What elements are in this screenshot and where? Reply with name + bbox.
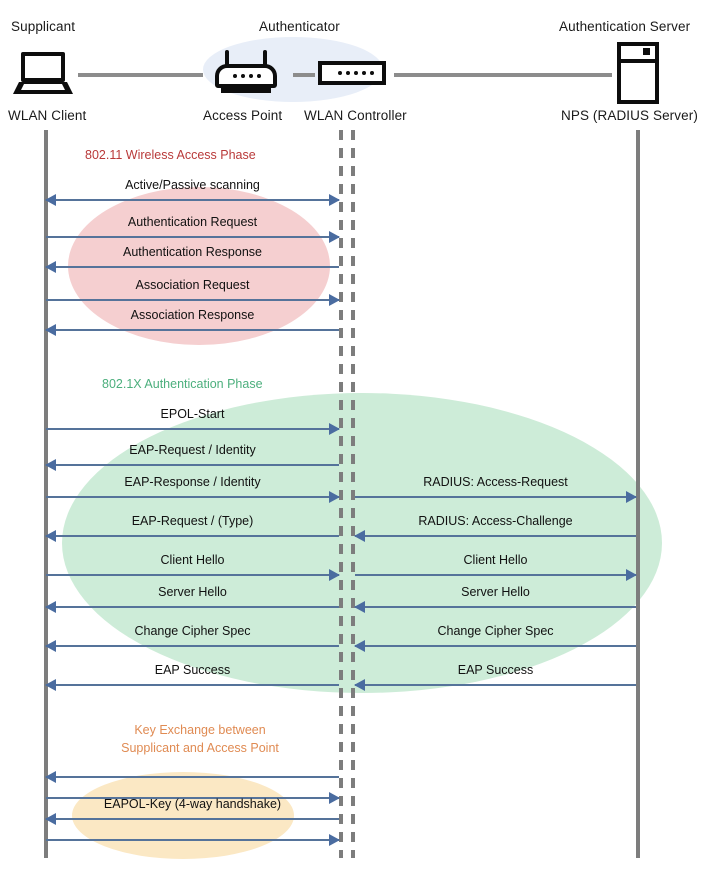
message-right-4-arrowhead-left (354, 640, 365, 652)
message-left-10-line (46, 606, 339, 608)
message-left-14-arrowhead-right (329, 792, 340, 804)
message-right-5-label: EAP Success (457, 663, 534, 677)
message-right-2-arrowhead-right (626, 569, 637, 581)
message-left-12-label: EAP Success (154, 663, 231, 677)
message-left-13-arrowhead-left (45, 771, 56, 783)
message-left-8-arrowhead-left (45, 530, 56, 542)
message-left-0-line (46, 199, 339, 201)
message-left-4-label: Association Response (130, 308, 255, 322)
message-left-5-label: EPOL-Start (160, 407, 225, 421)
message-right-1-arrowhead-left (354, 530, 365, 542)
wire-ap-ctrl (293, 73, 315, 77)
phase-blob-key-exchange (72, 772, 294, 859)
message-right-1-line (355, 535, 636, 537)
message-left-2-line (46, 266, 339, 268)
message-left-5-arrowhead-right (329, 423, 340, 435)
message-left-6-arrowhead-left (45, 459, 56, 471)
lifeline-supplicant (44, 130, 48, 858)
message-right-5-arrowhead-left (354, 679, 365, 691)
phase-caption-key-exchange: Key Exchange between Supplicant and Acce… (100, 721, 300, 757)
message-left-7-line (46, 496, 339, 498)
message-left-15-arrowhead-left (45, 813, 56, 825)
message-left-1-label: Authentication Request (127, 215, 258, 229)
message-left-2-arrowhead-left (45, 261, 56, 273)
actor-name-wlan-controller: WLAN Controller (304, 108, 407, 123)
message-left-0-label: Active/Passive scanning (125, 178, 260, 192)
message-left-5-line (46, 428, 339, 430)
message-left-4-line (46, 329, 339, 331)
actor-name-wlan-client: WLAN Client (8, 108, 87, 123)
wire-ctrl-server (394, 73, 612, 77)
message-left-16-line (46, 839, 339, 841)
message-left-15-line (46, 818, 339, 820)
message-left-0-arrowhead-left (45, 194, 56, 206)
message-left-12-arrowhead-left (45, 679, 56, 691)
message-left-4-arrowhead-left (45, 324, 56, 336)
message-right-0-line (355, 496, 636, 498)
message-left-6-label: EAP-Request / Identity (129, 443, 256, 457)
message-right-3-line (355, 606, 636, 608)
message-left-0-arrowhead-right (329, 194, 340, 206)
message-left-10-arrowhead-left (45, 601, 56, 613)
message-left-12-line (46, 684, 339, 686)
server-icon (617, 42, 659, 104)
message-left-7-label: EAP-Response / Identity (124, 475, 261, 489)
actor-name-nps-server: NPS (RADIUS Server) (561, 108, 698, 123)
message-left-8-label: EAP-Request / (Type) (131, 514, 254, 528)
message-left-9-arrowhead-right (329, 569, 340, 581)
lifeline-auth-server (636, 130, 640, 858)
message-left-11-line (46, 645, 339, 647)
actor-role-supplicant: Supplicant (11, 19, 76, 34)
message-right-4-label: Change Cipher Spec (437, 624, 554, 638)
message-right-5-line (355, 684, 636, 686)
message-left-6-line (46, 464, 339, 466)
access-point-icon (215, 50, 277, 93)
message-right-0-label: RADIUS: Access-Request (423, 475, 568, 489)
message-right-3-arrowhead-left (354, 601, 365, 613)
message-left-16-arrowhead-right (329, 834, 340, 846)
message-right-2-label: Client Hello (463, 553, 528, 567)
message-left-3-line (46, 299, 339, 301)
message-left-1-line (46, 236, 339, 238)
message-left-9-line (46, 574, 339, 576)
message-left-3-arrowhead-right (329, 294, 340, 306)
actor-role-auth-server: Authentication Server (559, 19, 691, 34)
wlan-controller-icon (318, 61, 386, 85)
message-left-13-line (46, 776, 339, 778)
message-right-2-line (355, 574, 636, 576)
phase-caption-key-exchange-line1: Key Exchange between (134, 723, 266, 737)
message-right-4-line (355, 645, 636, 647)
message-left-10-label: Server Hello (158, 585, 227, 599)
message-left-14-line (46, 797, 339, 799)
actor-name-access-point: Access Point (203, 108, 283, 123)
phase-caption-key-exchange-line2: Supplicant and Access Point (121, 741, 279, 755)
message-left-11-label: Change Cipher Spec (134, 624, 251, 638)
message-right-3-label: Server Hello (461, 585, 530, 599)
lifeline-wlan-controller (351, 130, 355, 858)
message-left-15-label: EAPOL-Key (4-way handshake) (103, 797, 282, 811)
lifeline-access-point (339, 130, 343, 858)
message-left-1-arrowhead-right (329, 231, 340, 243)
phase-caption-802-1x: 802.1X Authentication Phase (102, 377, 263, 391)
message-left-9-label: Client Hello (160, 553, 225, 567)
message-left-7-arrowhead-right (329, 491, 340, 503)
phase-caption-802-11: 802.11 Wireless Access Phase (85, 148, 256, 162)
message-right-1-label: RADIUS: Access-Challenge (418, 514, 573, 528)
actor-role-authenticator: Authenticator (259, 19, 340, 34)
message-right-0-arrowhead-right (626, 491, 637, 503)
message-left-11-arrowhead-left (45, 640, 56, 652)
message-left-2-label: Authentication Response (123, 245, 262, 259)
message-left-3-label: Association Request (135, 278, 250, 292)
wire-client-ap (78, 73, 203, 77)
message-left-8-line (46, 535, 339, 537)
laptop-icon (13, 52, 73, 94)
